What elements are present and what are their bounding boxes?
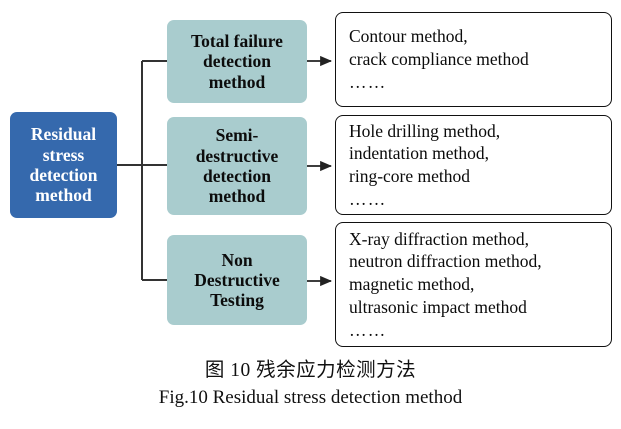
node-label-group: Residual stress detection method <box>10 124 117 205</box>
detail-ellipsis: …… <box>349 188 387 209</box>
detail-item: ring-core method <box>349 166 470 186</box>
detail-list: Hole drilling method, indentation method… <box>349 120 611 211</box>
detail-item: Hole drilling method, <box>349 120 501 141</box>
caption-chinese: 图 10 残余应力检测方法 <box>204 360 417 381</box>
node-label-line: method <box>208 186 266 207</box>
node-total-failure-detection-method: Total failure detection method <box>167 20 307 103</box>
detail-list: Contour method, crack compliance method … <box>349 25 611 93</box>
detail-ellipsis: …… <box>349 319 387 340</box>
node-label-line: Destructive <box>194 269 280 290</box>
node-label-line: method <box>35 185 92 206</box>
detail-list: X-ray diffraction method, neutron diffra… <box>349 228 611 342</box>
detail-item: Contour method, <box>349 26 468 47</box>
detail-item: indentation method, <box>349 143 489 164</box>
node-label-line: Total failure <box>191 31 283 52</box>
node-label-line: detection <box>29 165 98 185</box>
node-label-line: Testing <box>210 290 264 311</box>
node-label-group: Total failure detection method <box>167 31 307 92</box>
node-label-line: Semi- <box>215 125 259 146</box>
node-label-line: detection <box>202 166 272 186</box>
caption-english: Fig.10 Residual stress detection method <box>158 386 463 408</box>
node-label-line: method <box>208 71 266 92</box>
detail-item: ultrasonic impact method <box>349 296 527 317</box>
detail-item: crack compliance method <box>349 49 529 70</box>
node-label-line: detection <box>202 51 272 72</box>
node-label-line: Residual <box>30 124 97 145</box>
node-label-group: Non Destructive Testing <box>167 250 307 311</box>
node-label-line: stress <box>42 144 85 165</box>
detail-item: magnetic method, <box>349 274 475 295</box>
detail-box-semi-destructive-methods: Hole drilling method, indentation method… <box>335 115 612 215</box>
detail-box-total-failure-methods: Contour method, crack compliance method … <box>335 12 612 107</box>
node-label-group: Semi- destructive detection method <box>167 125 307 206</box>
node-non-destructive-testing: Non Destructive Testing <box>167 235 307 325</box>
detail-item: X-ray diffraction method, <box>349 228 529 249</box>
detail-box-non-destructive-methods: X-ray diffraction method, neutron diffra… <box>335 222 612 347</box>
detail-item: neutron diffraction method, <box>349 251 542 272</box>
detail-ellipsis: …… <box>349 71 387 92</box>
node-semi-destructive-detection-method: Semi- destructive detection method <box>167 117 307 215</box>
node-label-line: Non <box>221 249 253 270</box>
node-label-line: destructive <box>195 145 279 166</box>
figure-caption: 图 10 残余应力检测方法 Fig.10 Residual stress det… <box>0 357 621 410</box>
node-residual-stress-detection-method: Residual stress detection method <box>10 112 117 218</box>
